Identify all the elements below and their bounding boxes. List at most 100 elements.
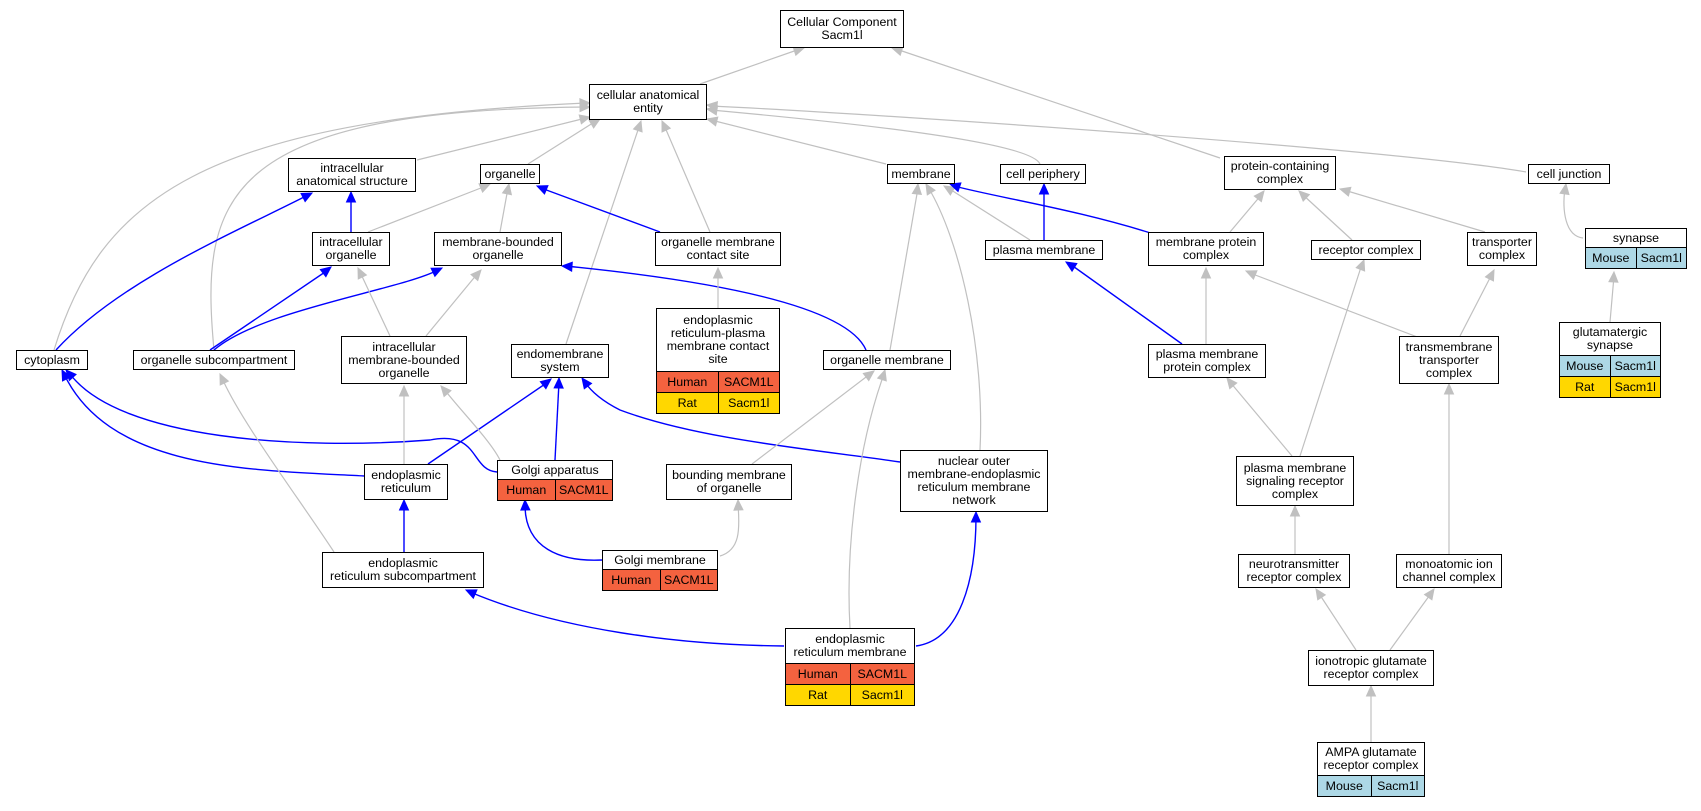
go-term-cj[interactable]: cell junction [1528, 164, 1610, 184]
edge-imbo-to-mbo [425, 269, 482, 337]
species-name: Mouse [1325, 779, 1363, 793]
go-term-er[interactable]: endoplasmic reticulum [364, 464, 448, 500]
go-term-imbo[interactable]: intracellular membrane-bounded organelle [341, 336, 467, 384]
gene-symbol: Sacm1l [1609, 377, 1661, 397]
edge-pm-to-cp [1038, 182, 1050, 240]
go-term-pm[interactable]: plasma membrane [985, 240, 1103, 260]
go-term-micc[interactable]: monoatomic ion channel complex [1396, 554, 1502, 588]
go-term-org[interactable]: organelle [480, 164, 540, 184]
edge-nom-to-mem [925, 182, 982, 451]
edge-erpm-to-omcs [712, 266, 724, 308]
edge-pmsrc-to-rc [1299, 258, 1366, 457]
term-label: membrane protein complex [1148, 232, 1264, 266]
go-term-cc[interactable]: Cellular Component Sacm1l [780, 10, 904, 48]
go-term-mpc[interactable]: membrane protein complex [1148, 232, 1264, 266]
edge-cj-to-cae [705, 100, 1527, 173]
term-label: endoplasmic reticulum-plasma membrane co… [656, 308, 780, 372]
term-label: plasma membrane [985, 240, 1103, 260]
go-term-pmpc[interactable]: plasma membrane protein complex [1148, 344, 1266, 378]
edge-omcs-to-cae [661, 119, 711, 233]
edge-pmpc-to-pm [1064, 261, 1183, 345]
edge-pcc-to-cc [890, 46, 1221, 159]
edge-omcs-to-org [535, 185, 661, 233]
go-term-tc[interactable]: transporter complex [1467, 232, 1537, 266]
gene-symbol: SACM1L [554, 480, 613, 500]
go-term-rc[interactable]: receptor complex [1311, 240, 1421, 260]
edge-er-to-cyt [61, 368, 365, 477]
species-name: Rat [1575, 380, 1595, 394]
go-term-erpm[interactable]: endoplasmic reticulum-plasma membrane co… [656, 308, 780, 414]
species-annotation-row: Mouse Sacm1l [1317, 776, 1425, 797]
term-label: monoatomic ion channel complex [1396, 554, 1502, 588]
species-name: Mouse [1592, 251, 1630, 265]
edge-gm-to-ga [520, 498, 603, 561]
go-term-osc[interactable]: organelle subcompartment [133, 350, 295, 370]
edge-tc-to-pcc [1338, 186, 1486, 233]
go-term-ntrc[interactable]: neurotransmitter receptor complex [1238, 554, 1350, 588]
edge-om-to-mbo [560, 261, 867, 351]
edge-mbo-to-org [499, 182, 513, 233]
species-annotation-row: Human SACM1L [497, 480, 613, 501]
go-term-pcc[interactable]: protein-containing complex [1224, 156, 1336, 190]
go-term-ias[interactable]: intracellular anatomical structure [288, 158, 416, 192]
go-term-omcs[interactable]: organelle membrane contact site [655, 232, 781, 266]
term-label: protein-containing complex [1224, 156, 1336, 190]
go-term-cae[interactable]: cellular anatomical entity [589, 84, 707, 120]
edge-es-to-cae [565, 119, 643, 345]
edge-er-to-es [427, 378, 552, 465]
go-term-bmo[interactable]: bounding membrane of organelle [666, 464, 792, 500]
term-label: intracellular anatomical structure [288, 158, 416, 192]
go-term-cyt[interactable]: cytoplasm [16, 350, 88, 370]
go-term-io[interactable]: intracellular organelle [312, 232, 390, 266]
go-term-om[interactable]: organelle membrane [823, 350, 951, 370]
term-label: intracellular organelle [312, 232, 390, 266]
term-label: cell periphery [1000, 164, 1086, 184]
term-label: membrane [887, 164, 955, 184]
go-term-es[interactable]: endomembrane system [511, 344, 609, 378]
edge-erm-to-om [848, 368, 887, 629]
go-term-pmsrc[interactable]: plasma membrane signaling receptor compl… [1236, 456, 1354, 506]
edge-pm-to-mem [942, 185, 1031, 241]
term-label: synapse [1585, 228, 1687, 248]
edge-erm-to-nom [915, 510, 982, 647]
species-name: Human [506, 483, 547, 497]
go-term-tmtc[interactable]: transmembrane transporter complex [1399, 336, 1499, 384]
term-label: organelle subcompartment [133, 350, 295, 370]
edge-osc-to-mbo [213, 267, 444, 351]
edge-rc-to-pcc [1298, 190, 1353, 241]
go-term-ersc[interactable]: endoplasmic reticulum subcompartment [322, 552, 484, 588]
edge-pmsrc-to-pmpc [1226, 377, 1293, 457]
term-label: membrane-bounded organelle [434, 232, 562, 266]
edge-tmtc-to-tc [1459, 268, 1495, 337]
term-label: transporter complex [1467, 232, 1537, 266]
gene-symbol: Sacm1l [1609, 356, 1661, 376]
edge-ias-to-cae [416, 114, 592, 161]
edge-osc-to-io [209, 266, 332, 351]
species-name: Rat [677, 396, 697, 410]
go-term-mem[interactable]: membrane [887, 164, 955, 184]
edge-mpc-to-pcc [1229, 190, 1265, 233]
go-term-nom[interactable]: nuclear outer membrane-endoplasmic retic… [900, 450, 1048, 512]
go-term-cp[interactable]: cell periphery [1000, 164, 1086, 184]
gene-symbol: Sacm1l [849, 685, 915, 705]
term-label: cellular anatomical entity [589, 84, 707, 120]
edge-tmtc-to-mpc [1244, 270, 1421, 339]
term-label: Cellular Component Sacm1l [780, 10, 904, 48]
go-term-igrc[interactable]: ionotropic glutamate receptor complex [1308, 650, 1434, 686]
edge-ersc-to-er [398, 498, 410, 552]
go-term-mbo[interactable]: membrane-bounded organelle [434, 232, 562, 266]
gene-symbol: Sacm1l [1370, 776, 1425, 796]
term-label: nuclear outer membrane-endoplasmic retic… [900, 450, 1048, 512]
